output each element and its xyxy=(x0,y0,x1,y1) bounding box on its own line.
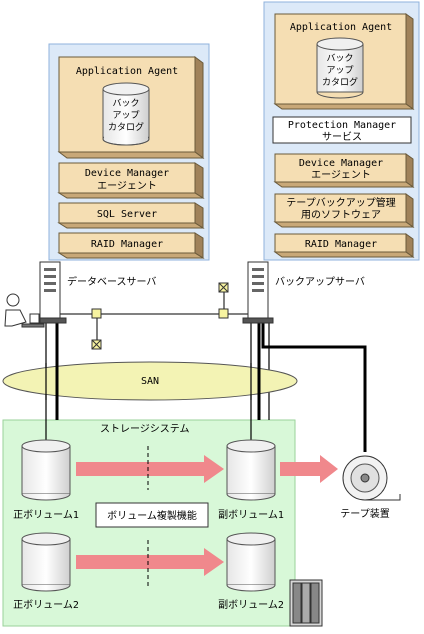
svg-text:ボリューム複製機能: ボリューム複製機能 xyxy=(107,509,197,522)
device-manager-box-right: Device Manager エージェント xyxy=(273,153,415,188)
backup-catalog-cylinder-left: バック アップ カタログ xyxy=(102,82,150,146)
application-agent-box-left: Application Agent バック アップ カタログ xyxy=(57,56,205,159)
svg-text:SAN: SAN xyxy=(141,376,159,387)
user-icon xyxy=(4,293,45,328)
storage-cabinet-icon xyxy=(289,579,323,627)
svg-text:テープバックアップ管理: テープバックアップ管理 xyxy=(286,196,395,209)
volume-replication-box: ボリューム複製機能 xyxy=(95,502,209,528)
svg-text:バック: バック xyxy=(326,53,353,64)
svg-text:エージェント: エージェント xyxy=(97,181,157,192)
storage-system-title: ストレージシステム xyxy=(100,423,190,435)
svg-text:カタログ: カタログ xyxy=(108,121,144,133)
lan-switch-icon-1 xyxy=(91,339,102,350)
backup-catalog-cylinder-right: バック アップ カタログ xyxy=(316,37,364,99)
svg-text:RAID Manager: RAID Manager xyxy=(91,239,163,250)
raid-manager-box-right: RAID Manager xyxy=(273,233,415,258)
tape-arrow xyxy=(280,455,338,483)
database-server-icon xyxy=(39,261,67,324)
application-agent-box-right: Application Agent バック アップ カタログ xyxy=(273,13,415,110)
svg-text:SQL Server: SQL Server xyxy=(97,209,157,220)
svg-text:Protection Manager: Protection Manager xyxy=(288,120,396,131)
app-agent-label-right: Application Agent xyxy=(290,22,392,33)
device-manager-box-left: Device Manager エージェント xyxy=(57,162,205,199)
san-network: SAN xyxy=(2,361,298,401)
backup-server-icon xyxy=(242,261,274,324)
lan-node-2 xyxy=(218,308,229,319)
secondary-volume-2-label: 副ボリューム2 xyxy=(218,599,284,611)
protection-manager-service-box: Protection Manager サービス xyxy=(272,116,412,144)
svg-text:バック: バック xyxy=(112,98,139,109)
tape-device-label: テープ装置 xyxy=(340,507,389,520)
secondary-volume-1-label: 副ボリューム1 xyxy=(218,509,284,521)
primary-volume-1 xyxy=(21,439,71,501)
app-agent-label-left: Application Agent xyxy=(76,66,178,77)
primary-volume-1-label: 正ボリューム1 xyxy=(13,509,79,521)
svg-text:アップ: アップ xyxy=(326,65,353,76)
tape-device-icon xyxy=(342,455,401,501)
secondary-volume-1 xyxy=(226,439,276,501)
svg-text:エージェント: エージェント xyxy=(311,170,371,181)
svg-text:RAID Manager: RAID Manager xyxy=(305,239,377,250)
tape-backup-software-box: テープバックアップ管理 用のソフトウェア xyxy=(273,193,415,228)
backup-server-label: バックアップサーバ xyxy=(275,276,365,288)
svg-text:サービス: サービス xyxy=(322,131,362,143)
svg-text:Device Manager: Device Manager xyxy=(85,168,169,179)
svg-text:カタログ: カタログ xyxy=(322,76,358,88)
copy-arrow-1 xyxy=(76,455,224,483)
lan-node-1 xyxy=(91,308,102,319)
svg-text:用のソフトウェア: 用のソフトウェア xyxy=(301,209,381,221)
secondary-volume-2 xyxy=(226,532,276,592)
primary-volume-2 xyxy=(21,532,71,592)
database-server-label: データベースサーバ xyxy=(67,275,156,288)
svg-text:Device Manager: Device Manager xyxy=(299,158,383,169)
primary-volume-2-label: 正ボリューム2 xyxy=(13,599,79,611)
copy-arrow-2 xyxy=(76,548,224,576)
sql-server-box: SQL Server xyxy=(57,202,205,229)
raid-manager-box-left: RAID Manager xyxy=(57,232,205,259)
svg-text:アップ: アップ xyxy=(112,110,139,121)
lan-switch-icon-2 xyxy=(218,282,229,293)
